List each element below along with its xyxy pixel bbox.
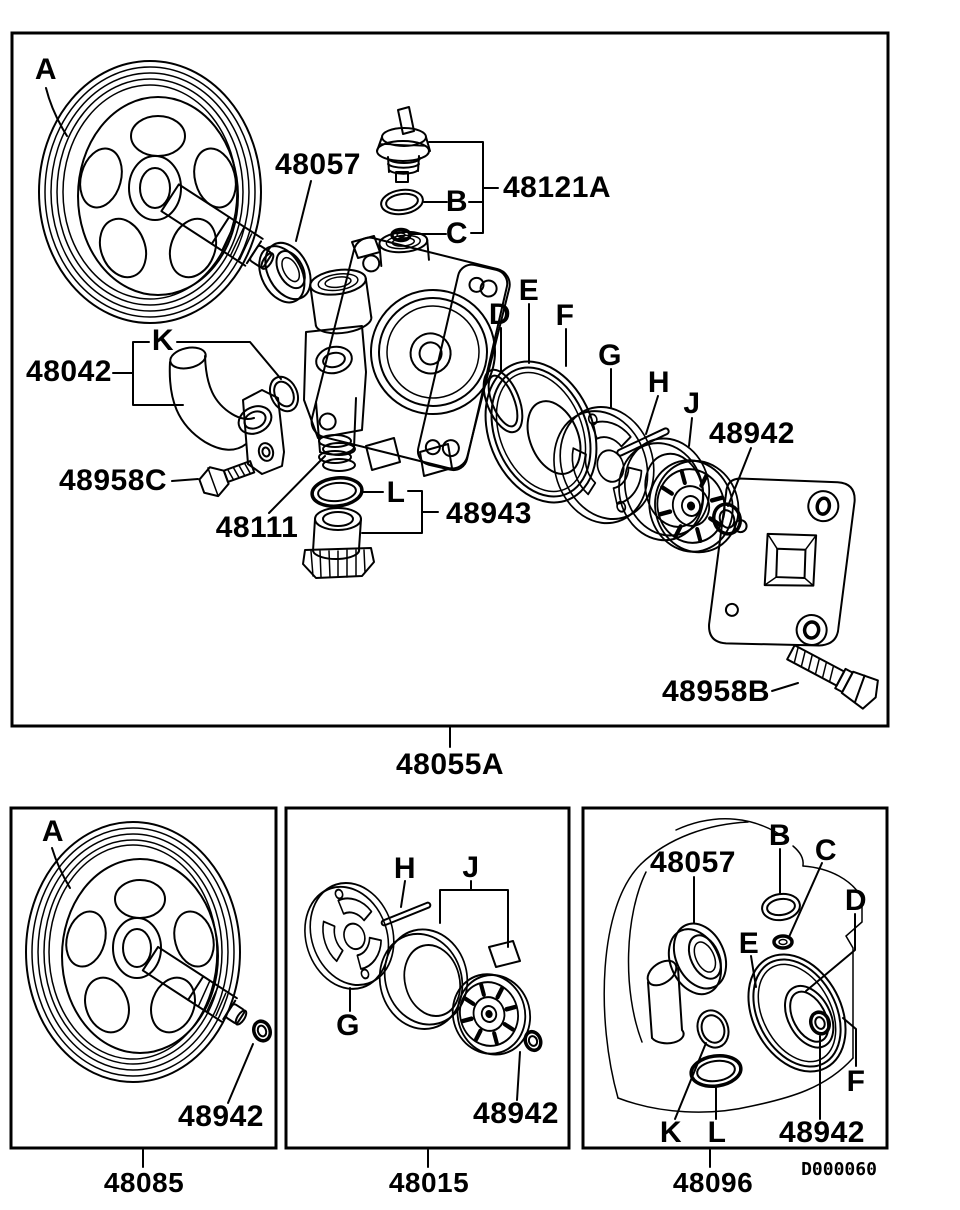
callout-g: G [598,339,622,372]
body-callout-f: F [846,1065,866,1098]
pulley-callout-a: A [41,815,65,848]
callout-48121A: 48121A [502,171,612,204]
seal-d-drawing [482,368,524,434]
body-callout-e: E [738,927,760,960]
rotor-callout-g: G [336,1009,360,1042]
gasket-e-f-drawing [484,360,598,504]
callout-d: D [488,298,512,331]
callout-e: E [518,274,540,307]
rotor-panel-part-number: 48015 [388,1167,470,1198]
bolt-48958b-drawing [786,644,879,710]
pulley-panel-part-number: 48085 [103,1167,185,1198]
callout-48042: 48042 [26,355,112,388]
rotor-panel-drawing [304,880,543,1168]
main-panel-part-number: 48055A [395,748,505,781]
rear-cover-drawing [708,477,856,647]
main-panel-border [10,31,890,728]
callout-48958C: 48958C [58,464,168,497]
callout-48942-main: 48942 [709,417,795,450]
pulley-callout-48942: 48942 [178,1100,264,1133]
body-callout-l: L [707,1116,727,1149]
body-callout-k: K [659,1116,683,1149]
callout-48111: 48111 [215,511,299,544]
pulley-a-drawing [38,60,275,324]
body-panel-border [581,806,889,1150]
pump-body-drawing [303,230,511,477]
body-callout-c: C [814,834,838,867]
callout-h: H [647,366,671,399]
pulley-panel-border [9,806,278,1150]
callout-c: C [445,217,469,250]
callout-48057: 48057 [275,148,361,181]
callout-pulley-a: A [34,53,58,86]
callout-f: F [555,299,575,332]
oring-l-drawing [310,476,364,508]
body-callout-b: B [768,819,792,852]
pulley-panel-drawing [25,821,273,1168]
rotor-callout-48942: 48942 [473,1097,559,1130]
spring-drawing [318,434,356,472]
oil-seal-drawing [258,241,312,304]
body-callout-48942: 48942 [779,1116,865,1149]
body-panel-part-number: 48096 [672,1167,754,1198]
body-callout-48057: 48057 [650,846,736,879]
oring-k-drawing [268,375,300,413]
callout-k: K [151,324,175,357]
main-panel-leaders [45,87,799,748]
callout-48958B: 48958B [661,675,771,708]
pulley-shaft [160,183,275,270]
body-panel-drawing [603,818,863,1168]
oring-b-drawing [380,188,424,216]
drawing-code: D000060 [801,1159,877,1180]
rotor-panel-border [284,806,571,1150]
cam-plate-drawing [553,406,655,525]
callout-b: B [445,185,469,218]
connector-drawing [302,507,375,579]
callout-l: L [386,476,406,509]
callout-48943: 48943 [446,497,532,530]
body-callout-d: D [844,884,868,917]
valve-drawing [376,106,431,183]
callout-j: J [683,387,701,420]
rotor-callout-j: J [462,851,480,884]
rotor-callout-h: H [393,852,417,885]
suction-pipe-drawing [168,346,285,475]
bolt-48958c-drawing [198,460,256,498]
